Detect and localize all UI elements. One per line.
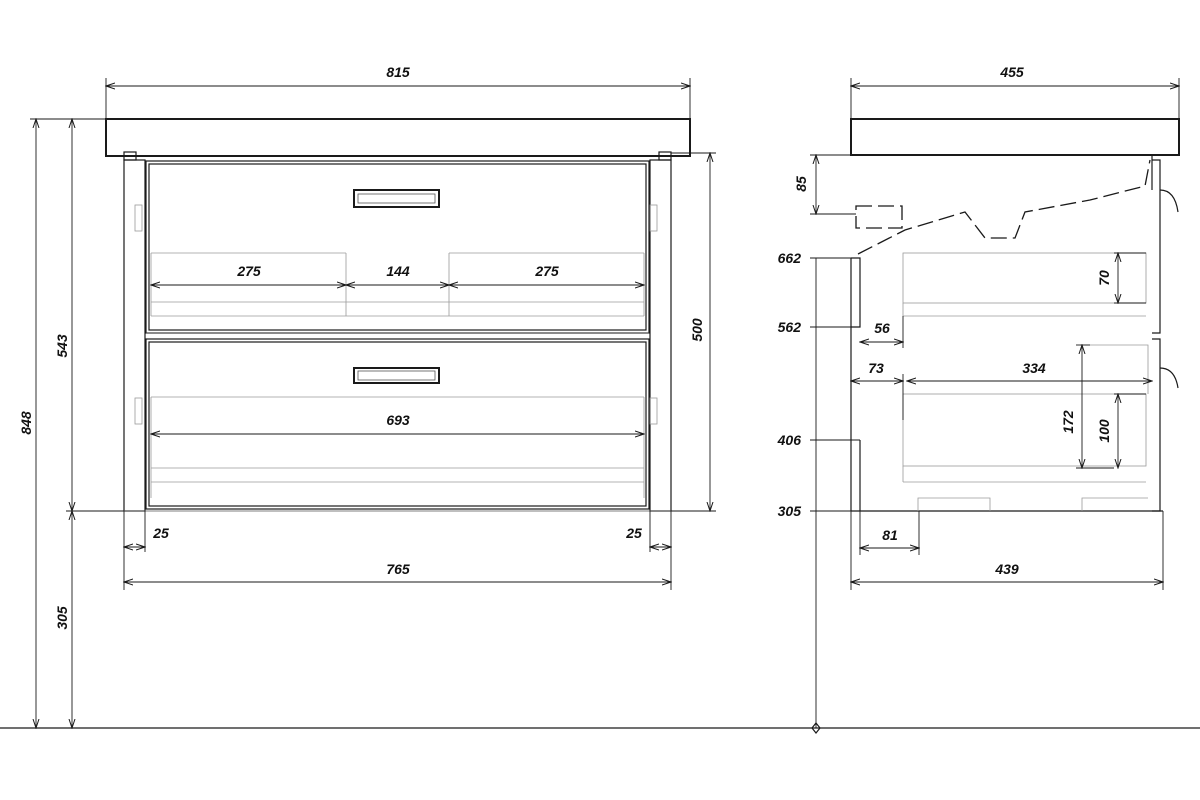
- side-view: 455 85 662 562 406 305 56 73 334 70: [777, 64, 1180, 734]
- level-662: 662: [778, 250, 802, 266]
- upper-drawer-handle: [353, 189, 440, 208]
- dim-body-height: 500: [689, 318, 705, 342]
- front-countertop: [105, 118, 691, 157]
- dim-top-offset: 85: [793, 176, 809, 192]
- side-lower-drawer-front: [1152, 338, 1161, 512]
- dim-gap-73: 73: [868, 360, 884, 376]
- dim-side-left: 25: [152, 525, 169, 541]
- dim-side-right: 25: [625, 525, 642, 541]
- front-right-side-panel: [649, 159, 672, 512]
- dim-body-depth: 439: [994, 561, 1019, 577]
- side-countertop: [850, 118, 1180, 156]
- side-upper-drawer-front: [1152, 159, 1161, 334]
- side-upper-drawer-box: [902, 252, 1147, 304]
- dim-lower-drawer-width: 693: [386, 412, 410, 428]
- dim-partition-right: 275: [534, 263, 559, 279]
- dim-lower-drawer-inner: 100: [1096, 419, 1112, 443]
- front-view: 815 848 543 305 500 275 144 275 693 25: [18, 64, 716, 728]
- upper-handle-profile: [1159, 189, 1179, 213]
- front-lower-drawer: [145, 338, 650, 510]
- dim-gap-56: 56: [874, 320, 890, 336]
- dim-foot-81: 81: [882, 527, 898, 543]
- dim-body-width: 765: [386, 561, 410, 577]
- level-562: 562: [778, 319, 802, 335]
- siphon-outline: [857, 159, 1151, 255]
- lower-handle-profile: [1159, 367, 1179, 389]
- level-305: 305: [778, 503, 802, 519]
- dim-partition-middle: 144: [386, 263, 410, 279]
- drain-fitting: [855, 205, 903, 229]
- dim-mount-height: 305: [54, 606, 70, 630]
- dim-upper-drawer-height: 70: [1096, 270, 1112, 286]
- dim-drawer-depth: 334: [1022, 360, 1046, 376]
- dim-lower-drawer-outer: 172: [1060, 410, 1076, 434]
- front-upper-drawer: [145, 160, 650, 334]
- lower-drawer-handle: [353, 367, 440, 384]
- level-406: 406: [777, 432, 802, 448]
- dim-total-depth: 455: [999, 64, 1024, 80]
- dim-total-width: 815: [386, 64, 410, 80]
- dim-partition-left: 275: [236, 263, 261, 279]
- side-lower-drawer-box: [902, 393, 1147, 467]
- dim-total-height: 848: [18, 411, 34, 435]
- dim-cabinet-height: 543: [54, 334, 70, 358]
